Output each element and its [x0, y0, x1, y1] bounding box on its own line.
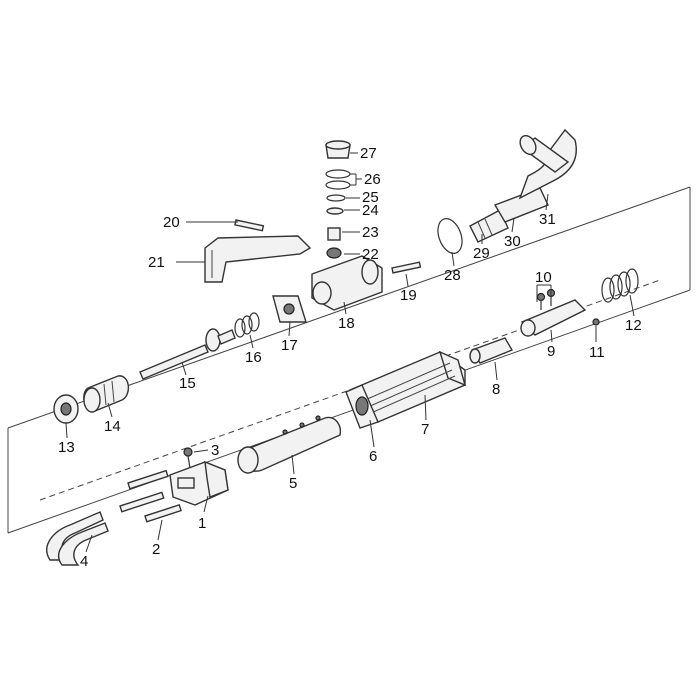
- callout-24: 24: [362, 202, 379, 219]
- part-21-handle-lever: [204, 235, 312, 283]
- part-24-washer: [326, 207, 344, 215]
- callout-4: 4: [80, 553, 88, 570]
- callout-19: 19: [400, 287, 417, 304]
- callout-23: 23: [362, 224, 379, 241]
- part-8-small-body: [469, 337, 514, 364]
- callout-8: 8: [492, 381, 500, 398]
- callout-31: 31: [539, 211, 556, 228]
- part-23-spool: [327, 227, 341, 241]
- part-16-coil: [234, 312, 260, 338]
- callout-6: 6: [369, 448, 377, 465]
- callout-13: 13: [58, 439, 75, 456]
- callout-16: 16: [245, 349, 262, 366]
- callout-14: 14: [104, 418, 121, 435]
- callout-5: 5: [289, 475, 297, 492]
- part-9-connector: [520, 299, 587, 337]
- part-1-end-fitting: [169, 460, 229, 506]
- callout-11: 11: [589, 344, 605, 361]
- part-28-large-o-ring: [437, 218, 463, 254]
- callout-28: 28: [444, 267, 461, 284]
- callout-30: 30: [504, 233, 521, 250]
- callout-17: 17: [281, 337, 298, 354]
- callout-22: 22: [362, 246, 379, 263]
- callout-9: 9: [547, 343, 555, 360]
- callout-27: 27: [360, 145, 377, 162]
- part-11-nut: [592, 318, 600, 326]
- part-6-end-face: [345, 384, 379, 429]
- part-18-housing: [311, 255, 383, 311]
- part-2-pins: [119, 469, 182, 523]
- callout-15: 15: [179, 375, 196, 392]
- callout-18: 18: [338, 315, 355, 332]
- part-15-shaft: [139, 328, 236, 380]
- part-5-sleeve-tube: [237, 415, 342, 474]
- part-4-hook-clip: [46, 511, 109, 566]
- part-14-piston: [83, 375, 129, 413]
- callout-12: 12: [625, 317, 642, 334]
- part-26-o-rings: [325, 169, 351, 190]
- callout-21: 21: [148, 254, 165, 271]
- callout-25: 25: [362, 189, 379, 206]
- part-3-screw: [183, 447, 193, 469]
- callout-20: 20: [163, 214, 180, 231]
- callout-29: 29: [473, 245, 490, 262]
- callout-10: 10: [535, 269, 552, 286]
- part-25-o-ring: [326, 194, 346, 202]
- assembly-frame: [7, 186, 691, 534]
- part-13-bearing: [53, 394, 79, 424]
- part-19-rod: [391, 261, 422, 274]
- part-22-seal: [326, 247, 342, 259]
- part-20-pin: [234, 219, 265, 232]
- part-29-fitting: [469, 209, 509, 243]
- callout-1: 1: [198, 515, 206, 532]
- callout-26: 26: [364, 171, 381, 188]
- part-12-spring: [601, 268, 639, 303]
- callout-7: 7: [421, 421, 429, 438]
- callout-2: 2: [152, 541, 160, 558]
- callout-3: 3: [211, 442, 219, 459]
- part-27-cap: [325, 140, 351, 159]
- part-17-plate: [272, 295, 307, 323]
- part-31-hose: [518, 128, 577, 200]
- part-10-bolts: [536, 288, 556, 310]
- leader-lines: [65, 152, 635, 553]
